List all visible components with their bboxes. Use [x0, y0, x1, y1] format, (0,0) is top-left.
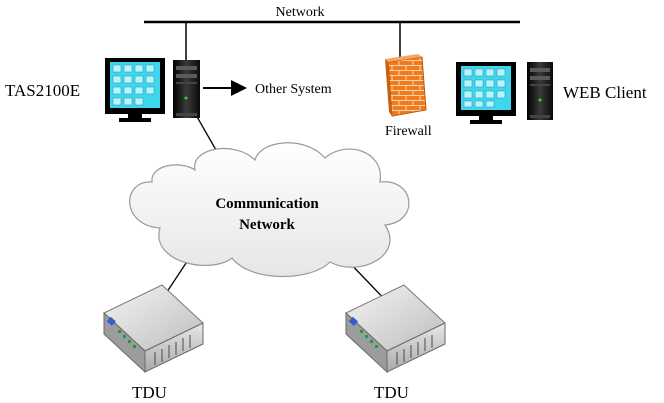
- tdu-right-label: TDU: [374, 383, 409, 402]
- network-bus: [144, 20, 520, 62]
- tas-server-tower-icon: [173, 60, 200, 118]
- arrow-right-icon: [203, 80, 247, 96]
- communication-network-label-line1: Communication: [215, 196, 319, 212]
- web-client-label: WEB Client: [563, 83, 647, 102]
- web-client-server-tower-icon: [527, 62, 553, 120]
- communication-network-label-line2: Network: [239, 217, 295, 233]
- tdu-left-label: TDU: [132, 383, 167, 402]
- tdu-right-device-icon: [345, 284, 446, 374]
- tas-monitor-icon: [105, 58, 165, 122]
- firewall-label: Firewall: [385, 124, 432, 139]
- tdu-left-device-icon: [103, 284, 204, 374]
- cloud-icon: [129, 142, 410, 278]
- other-system-label: Other System: [255, 82, 332, 97]
- network-label: Network: [276, 5, 325, 20]
- firewall-icon: [385, 54, 427, 117]
- tas2100e-label: TAS2100E: [5, 81, 80, 100]
- web-client-monitor-icon: [456, 62, 516, 124]
